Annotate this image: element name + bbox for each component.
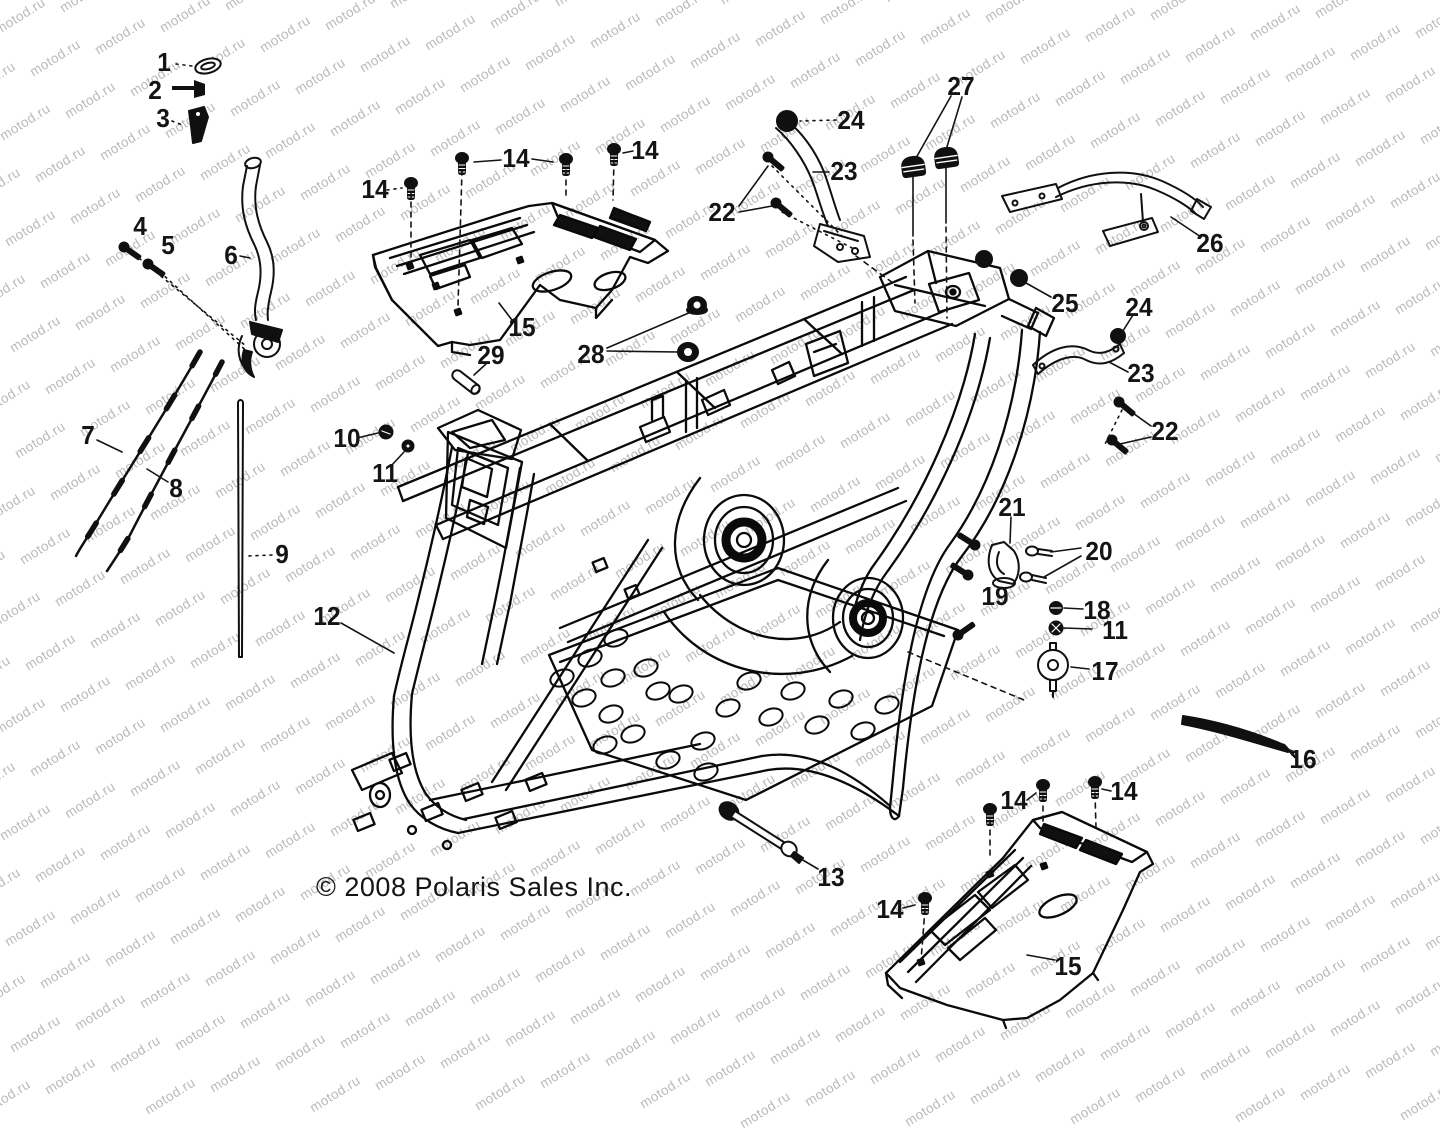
callout-11: 11 — [1102, 615, 1128, 645]
exploded-parts-drawing — [73, 57, 1297, 1030]
callout-18: 18 — [1083, 595, 1111, 625]
watermark-text: motod.ru — [1397, 1080, 1440, 1124]
callout-23: 23 — [1127, 358, 1155, 388]
watermark-text: motod.ru — [0, 1076, 33, 1120]
callout-25: 25 — [1051, 288, 1079, 318]
part-23-arm — [775, 120, 871, 263]
callout-3: 3 — [156, 103, 170, 133]
part-29-pin — [451, 369, 481, 395]
part-28-bushing — [686, 296, 708, 315]
callout-19: 19 — [981, 581, 1009, 611]
part-9-rod — [237, 399, 244, 658]
part-2-bolt — [172, 80, 205, 98]
callout-14: 14 — [1110, 776, 1138, 806]
part-25-bolt — [1010, 269, 1028, 287]
callout-14: 14 — [631, 135, 659, 165]
callout-14: 14 — [502, 143, 530, 173]
leader-lines — [96, 63, 1296, 962]
watermark-text: motod.ru — [142, 1074, 198, 1118]
part-3-pin — [188, 106, 209, 144]
callout-28: 28 — [577, 339, 605, 369]
callout-6: 6 — [224, 240, 238, 270]
part-6-lever — [237, 156, 283, 378]
callout-1: 1 — [157, 47, 171, 77]
loose-parts — [73, 57, 1297, 915]
callout-10: 10 — [333, 423, 361, 453]
part-13-bolt — [718, 801, 804, 864]
part-26-rack — [1001, 171, 1212, 247]
callout-27: 27 — [947, 71, 975, 101]
callout-20: 20 — [1085, 536, 1113, 566]
callout-17: 17 — [1091, 656, 1119, 686]
callout-14: 14 — [361, 174, 389, 204]
callout-24: 24 — [1125, 292, 1153, 322]
top-skid-plate — [371, 201, 670, 357]
callout-14: 14 — [876, 894, 904, 924]
callout-16: 16 — [1289, 744, 1317, 774]
part-8-cable — [104, 359, 225, 574]
callout-7: 7 — [81, 420, 95, 450]
part-24-ball — [776, 110, 798, 132]
callout-29: 29 — [477, 340, 505, 370]
callout-21: 21 — [998, 492, 1026, 522]
watermark-text: motod.ru — [737, 1088, 793, 1131]
callout-13: 13 — [817, 862, 845, 892]
callout-22: 22 — [1151, 416, 1179, 446]
bottom-skid-plate — [884, 810, 1155, 1030]
callout-11: 11 — [372, 458, 398, 488]
callout-4: 4 — [133, 211, 147, 241]
callout-14: 14 — [1000, 785, 1028, 815]
callout-9: 9 — [275, 539, 289, 569]
part-25-bolt — [975, 250, 993, 268]
callout-15: 15 — [508, 312, 536, 342]
callout-12: 12 — [313, 601, 341, 631]
watermark-text: motod.ru — [1067, 1084, 1123, 1128]
callout-2: 2 — [148, 75, 162, 105]
part-19-bracket — [987, 541, 1020, 589]
callout-15: 15 — [1054, 951, 1082, 981]
part-1-clip — [194, 57, 222, 75]
watermark-text: motod.ru — [902, 1086, 958, 1130]
part-16-rod — [1181, 715, 1297, 759]
part-17-mount — [1037, 642, 1069, 698]
part-20-screws — [1019, 545, 1053, 584]
frame-drawing — [350, 249, 1056, 851]
watermark-text: motod.ru — [1232, 1082, 1288, 1126]
callout-23: 23 — [830, 156, 858, 186]
callout-5: 5 — [161, 230, 175, 260]
callout-22: 22 — [708, 197, 736, 227]
callout-24: 24 — [837, 105, 865, 135]
callout-26: 26 — [1196, 228, 1224, 258]
callout-8: 8 — [169, 473, 183, 503]
copyright-text: © 2008 Polaris Sales Inc. — [316, 872, 633, 902]
part-7-cable — [73, 349, 203, 559]
part-23-strap — [1032, 343, 1125, 375]
